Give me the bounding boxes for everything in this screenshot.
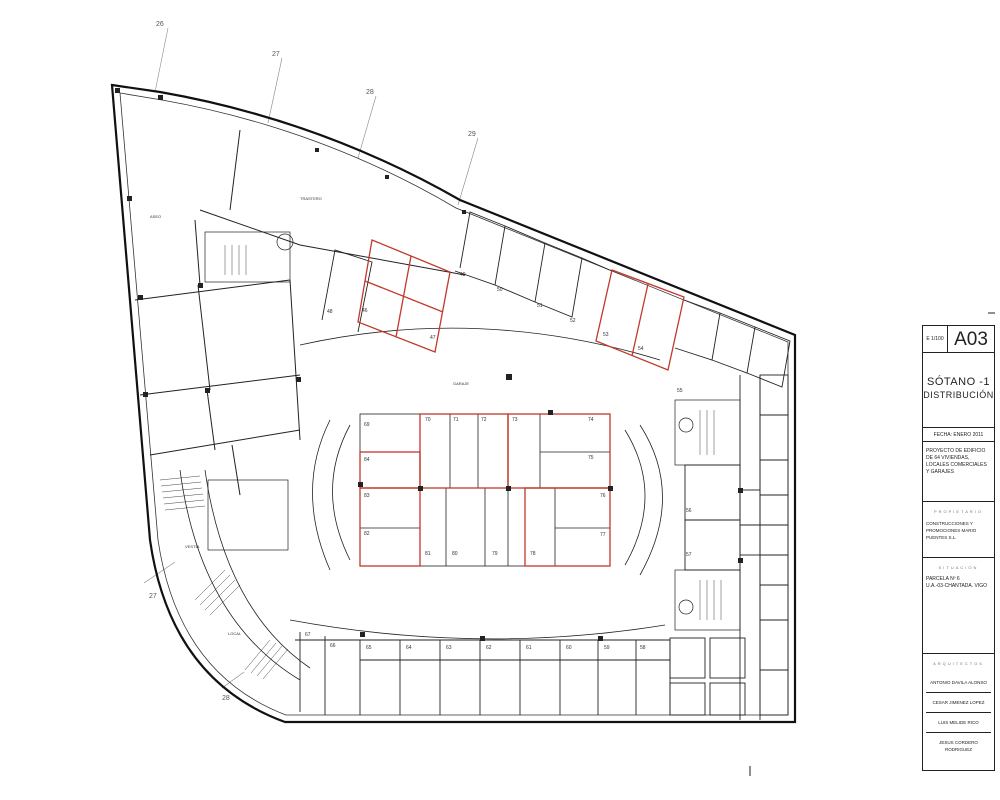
title-block: E 1/100 A03 SÓTANO -1 DISTRIBUCIÓN FECHA… [922, 325, 995, 771]
area-label: ASEO [150, 214, 161, 219]
owner-section: PROPIETARIO CONSTRUCCIONES Y PROMOCIONES… [923, 502, 994, 558]
space-number: 78 [530, 551, 536, 557]
right-rooms [669, 374, 789, 720]
sheet-subtitle: DISTRIBUCIÓN [923, 390, 994, 400]
space-number: 64 [406, 645, 412, 651]
grid-axis-label: 27 [272, 51, 280, 58]
space-number: 82 [364, 531, 370, 537]
space-number: 61 [526, 645, 532, 651]
owner-name: CONSTRUCCIONES Y PROMOCIONES MARIO PUENT… [926, 521, 977, 540]
space-number: 66 [330, 643, 336, 649]
space-number: 71 [453, 417, 459, 423]
space-number: 65 [366, 645, 372, 651]
island-highlight [359, 413, 611, 567]
project-description: PROYECTO DE EDIFICIO DE 64 VIVIENDAS, LO… [923, 442, 994, 502]
space-number: 63 [446, 645, 452, 651]
title-block-header: E 1/100 A03 [923, 326, 994, 353]
area-label: LOCAL [228, 631, 242, 636]
space-number: 75 [588, 455, 594, 461]
site-section: SITUACIÓN PARCELA Nº 6 U.A.-03-CHANTADA.… [923, 558, 994, 654]
architect-name: ANTONIO DAVILA ALONSO [930, 680, 987, 685]
space-number: 60 [566, 645, 572, 651]
stair-core [204, 231, 741, 631]
bottom-parking-row [295, 632, 671, 715]
central-island [359, 413, 611, 567]
parcel-label: PARCELA Nº 6 [926, 576, 960, 582]
grid-axis-label: 28 [366, 89, 374, 96]
space-number: 73 [512, 417, 518, 423]
space-number: 49 [460, 272, 466, 278]
owner-caption: PROPIETARIO [933, 509, 984, 514]
scale-label: E 1/100 [926, 336, 944, 342]
stair-steps [159, 245, 722, 680]
space-number: 83 [364, 493, 370, 499]
site-label: U.A.-03-CHANTADA. VIGO [926, 583, 988, 589]
area-label: GARAJE [453, 381, 469, 386]
space-number: 51 [537, 303, 543, 309]
space-number: 59 [604, 645, 610, 651]
inner-wall [119, 92, 789, 716]
space-number: 80 [452, 551, 458, 557]
space-number: 76 [600, 493, 606, 499]
space-number: 54 [638, 346, 644, 352]
space-number: 47 [430, 335, 436, 341]
space-number: 58 [640, 645, 646, 651]
architects-caption: ARQUITECTOS [933, 661, 984, 666]
top-parking-highlight [357, 239, 685, 371]
space-number: 50 [497, 287, 503, 293]
space-number: 77 [600, 532, 606, 538]
space-number: 52 [570, 318, 576, 324]
left-rooms [134, 129, 466, 496]
area-label: VESTIB. [185, 544, 200, 549]
space-number: 67 [305, 632, 311, 638]
site-caption: SITUACIÓN [938, 565, 979, 570]
grid-axis-lines [143, 27, 479, 689]
space-number: 74 [588, 417, 594, 423]
architect-name: CESAR JIMENEZ LOPEZ [926, 692, 991, 706]
grid-axis-label: 29 [468, 131, 476, 138]
space-number: 62 [486, 645, 492, 651]
space-number: 72 [481, 417, 487, 423]
area-label: TRASTERO [300, 196, 322, 201]
space-number: 53 [603, 332, 609, 338]
architects-section: ARQUITECTOS ANTONIO DAVILA ALONSO CESAR … [923, 654, 994, 759]
grid-axis-label: 26 [156, 21, 164, 28]
sheet-title: SÓTANO -1 [927, 376, 990, 388]
space-number: 69 [364, 422, 370, 428]
space-number: 48 [327, 309, 333, 315]
space-number: 55 [677, 388, 683, 394]
sheet-title-block: SÓTANO -1 DISTRIBUCIÓN [923, 353, 994, 428]
grid-axis-label: 28 [222, 695, 230, 702]
architect-name: JESUS CORDERO RODRIGUEZ [926, 732, 991, 753]
architect-name: LUIS MELIDE RICO [926, 712, 991, 726]
top-parking-row [321, 211, 791, 388]
space-number: 57 [686, 552, 692, 558]
outer-wall [110, 83, 797, 724]
grid-axis-label: 27 [149, 593, 157, 600]
space-number: 79 [492, 551, 498, 557]
space-number: 46 [362, 308, 368, 314]
space-number: 81 [425, 551, 431, 557]
space-number: 70 [425, 417, 431, 423]
ramp-arcs [179, 327, 666, 681]
space-number: 84 [364, 457, 370, 463]
structural-columns [115, 88, 743, 641]
sheet-code: A03 [947, 326, 994, 352]
space-number: 56 [686, 508, 692, 514]
sheet-date: FECHA: ENERO 2011 [923, 428, 994, 442]
space-numbers: 48 49 47 46 50 51 52 53 54 69 70 71 72 7… [305, 272, 692, 651]
